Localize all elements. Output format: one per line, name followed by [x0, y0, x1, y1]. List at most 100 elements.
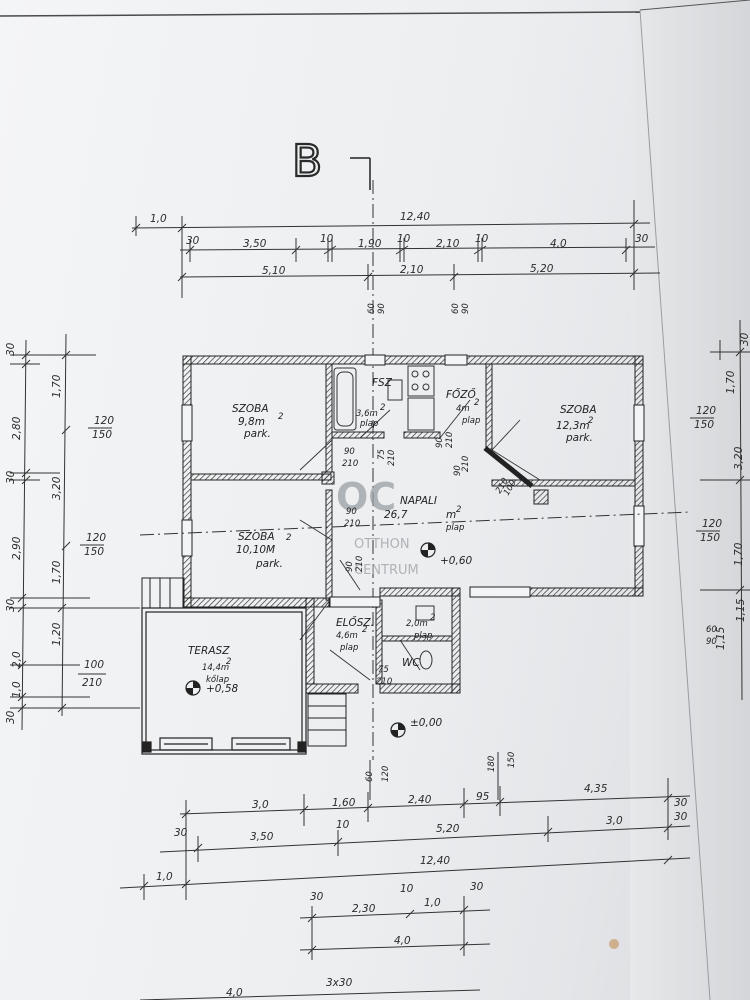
- dim-left-2: 2,80: [11, 416, 23, 440]
- door-label-12: 75: [378, 665, 389, 675]
- window-label-4b: 210: [82, 677, 102, 689]
- dim-left-4: 3,20: [51, 476, 63, 500]
- room-floor-elosz: plap: [339, 643, 358, 653]
- room-sup-szoba1: 2: [278, 412, 283, 422]
- dim-left-5: 2,90: [11, 536, 23, 560]
- door-label-0: 90: [344, 447, 355, 457]
- dim-bottom-r1-3: 95: [476, 791, 490, 803]
- window-label-2b: 150: [694, 419, 714, 431]
- dim-left-9: 2,0: [11, 651, 23, 668]
- dim-bottom-r2-2: 10: [336, 819, 350, 831]
- dim-bottom-r6-1: 3x30: [326, 977, 353, 989]
- dim-top-r3-0: 5,10: [262, 265, 286, 277]
- dim-top-r2-0: 30: [186, 235, 200, 247]
- sheet-edge-line: [639, 9, 711, 1000]
- dim-right-4: 1,15: [735, 598, 747, 622]
- level-terrace: +0,58: [206, 683, 238, 695]
- left-dimension-lines: [10, 333, 140, 731]
- room-name-terasz: TERASZ: [188, 645, 230, 657]
- dim-bottom-r2-3: 5,20: [436, 823, 460, 835]
- windows: [181, 354, 645, 608]
- diagonal-wall: [483, 446, 534, 488]
- door-label-15: 210: [445, 432, 455, 448]
- dim-bottom-r2-4: 3,0: [606, 815, 623, 827]
- dim-left-6: 1,70: [51, 560, 63, 584]
- room-name-elosz: ELŐSZ.: [336, 615, 374, 629]
- window-label-3b: 150: [700, 532, 720, 544]
- dim-bottom-r2-1: 3,50: [250, 831, 274, 843]
- sheet-border-line: [0, 11, 641, 17]
- room-sup-szoba2: 2: [588, 416, 593, 426]
- dim-bottom-r4-3: 1,0: [424, 897, 441, 909]
- bathtub: [333, 367, 357, 431]
- dim-left-1: 1,70: [51, 374, 63, 398]
- dim-top-r2-1: 3,50: [243, 238, 267, 250]
- dim-bottom-r4-4: 30: [470, 881, 484, 893]
- dim-left-overhang: 1,0: [150, 213, 167, 225]
- svg-text:OC: OC: [336, 475, 396, 519]
- bottom-dimension-lines: [119, 778, 691, 1000]
- room-area-terasz: 14,4m: [202, 663, 229, 673]
- section-line-horizontal: [139, 511, 691, 536]
- dim-left-8: 1,20: [51, 622, 63, 646]
- dim-bottom-r3-0: 1,0: [156, 871, 173, 883]
- room-area-nappali: 26,7: [384, 509, 408, 521]
- window-label-4a: 100: [84, 659, 104, 671]
- top-small-3: 90: [461, 303, 471, 314]
- door-label-1: 210: [342, 459, 358, 469]
- door-label-4: 90: [346, 507, 357, 517]
- top-dimension-lines: [131, 200, 661, 298]
- dim-right-2: 3,20: [733, 446, 745, 470]
- window-label-2a: 120: [696, 405, 716, 417]
- top-small-0: 60: [367, 303, 377, 314]
- door-label-2: 75: [377, 449, 387, 460]
- room-sup-wc-area: 2: [430, 613, 435, 623]
- dim-left-10: 1,0: [11, 681, 23, 698]
- dim-bottom-r1-5: 30: [674, 797, 688, 809]
- top-small-2: 60: [451, 303, 461, 314]
- room-name-szoba3: SZOBA: [238, 531, 275, 543]
- dim-top-r3-1: 2,10: [400, 264, 424, 276]
- level-marker-icons: [185, 542, 436, 738]
- section-mark: B: [292, 136, 322, 187]
- room-sup-terasz: 2: [226, 657, 231, 667]
- door-swings: [299, 399, 541, 681]
- door-label-14: 90: [435, 437, 445, 448]
- dim-right-1: 1,70: [725, 370, 737, 394]
- dim-top-r3-2: 5,20: [530, 263, 554, 275]
- chimney: [533, 489, 549, 505]
- terrace-outline: [141, 607, 307, 755]
- dim-bottom-r2-5: 30: [674, 811, 688, 823]
- dim-bottom-r5-0: 4,0: [394, 935, 411, 947]
- room-name-szoba2: SZOBA: [560, 404, 597, 416]
- dim-bottom-r4-2: 10: [400, 883, 414, 895]
- dim-bottom-r1-2: 2,40: [408, 794, 432, 806]
- top-small-1: 90: [377, 303, 387, 314]
- exterior-walls: [182, 355, 644, 694]
- sheet-fold-line: [639, 0, 750, 11]
- window-label-0b: 150: [92, 429, 112, 441]
- dim-left-3: 30: [5, 470, 17, 484]
- room-name-szoba1: SZOBA: [232, 403, 269, 415]
- room-floor-szoba2: park.: [565, 432, 593, 444]
- watermark-logo: OC OTTHON CENTRUM: [336, 475, 419, 578]
- dim-top-r2-2: 10: [320, 233, 334, 245]
- room-area-szoba2: 12,3m: [556, 420, 590, 432]
- room-floor-terasz: kőlap: [206, 675, 229, 685]
- room-sup-fozo: 2: [474, 398, 479, 408]
- room-area-szoba1: 9,8m: [238, 416, 265, 428]
- room-unit-nappali: m: [446, 509, 456, 521]
- dim-total-width: 12,40: [400, 211, 430, 223]
- room-area-wc-area: 2,0m: [406, 619, 428, 629]
- mid-small-2: 180: [487, 756, 497, 772]
- dim-bottom-r1-0: 3,0: [252, 799, 269, 811]
- room-name-fozo: FŐZŐ: [446, 387, 476, 401]
- room-area-fsz: 3,6m: [356, 409, 378, 419]
- mid-small-3: 150: [507, 752, 517, 768]
- window-label-3a: 120: [702, 518, 722, 530]
- window-label-0a: 120: [94, 415, 114, 427]
- window-label-1a: 120: [86, 532, 106, 544]
- room-name-nappali: NAPALI: [400, 495, 437, 507]
- dim-left-0: 30: [5, 342, 17, 356]
